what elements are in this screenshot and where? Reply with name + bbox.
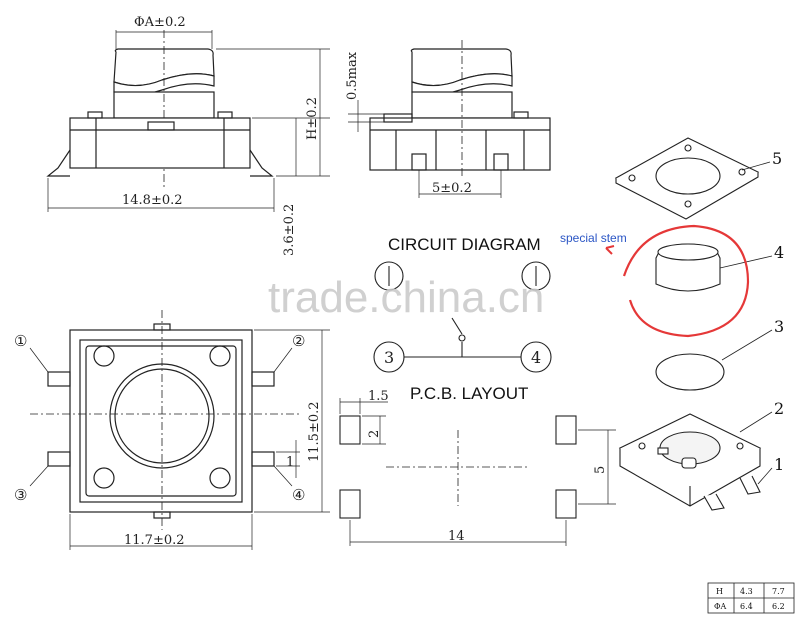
exploded-view	[614, 137, 773, 511]
dim-0-5-max: 0.5max	[345, 51, 360, 100]
dim-pcb-5: 5	[593, 466, 608, 474]
table-row-1-v1: 4.3	[740, 587, 753, 596]
part-number-2: 2	[774, 399, 784, 418]
dim-2: 2	[367, 430, 382, 438]
dim-14: 14	[448, 529, 465, 544]
dim-14-8: 14.8±0.2	[122, 193, 183, 208]
dim-1-5: 1.5	[368, 389, 389, 404]
circuit-node-4: 4	[531, 348, 541, 367]
pcb-layout-title: P.C.B. LAYOUT	[410, 384, 528, 403]
special-stem-highlight	[605, 224, 750, 338]
spec-table	[707, 582, 795, 614]
side-view-right	[348, 40, 551, 198]
pin-label-1: ①	[14, 332, 27, 350]
dim-h: H±0.2	[305, 97, 320, 140]
part-number-1: 1	[774, 455, 784, 474]
pin-label-3: ③	[14, 486, 27, 504]
pin-label-2: ②	[292, 332, 305, 350]
circuit-symbol	[373, 261, 552, 373]
part-number-5: 5	[772, 149, 782, 168]
dim-phi-a: ΦA±0.2	[134, 15, 186, 30]
circuit-node-3: 3	[384, 348, 394, 367]
pcb-layout	[339, 398, 616, 546]
dim-3-6: 3.6±0.2	[282, 204, 297, 256]
top-view	[29, 310, 330, 550]
part-number-4: 4	[774, 243, 784, 262]
table-row-1-label: H	[716, 587, 723, 596]
table-row-2-v1: 6.4	[740, 602, 753, 611]
watermark: trade.china.cn	[268, 273, 544, 322]
dim-11-7: 11.7±0.2	[124, 533, 185, 548]
part-number-3: 3	[774, 317, 784, 336]
dim-11-5: 11.5±0.2	[307, 401, 322, 462]
table-row-2-v2: 6.2	[772, 602, 785, 611]
pin-label-4: ④	[292, 486, 305, 504]
dim-5: 5±0.2	[432, 181, 472, 196]
special-stem-note: special stem	[560, 231, 627, 245]
side-view-left	[46, 30, 330, 212]
table-row-1-v2: 7.7	[772, 587, 785, 596]
circuit-diagram-title: CIRCUIT DIAGRAM	[388, 235, 541, 254]
table-row-2-label: ΦA	[714, 602, 727, 611]
dim-1: 1	[286, 455, 294, 470]
